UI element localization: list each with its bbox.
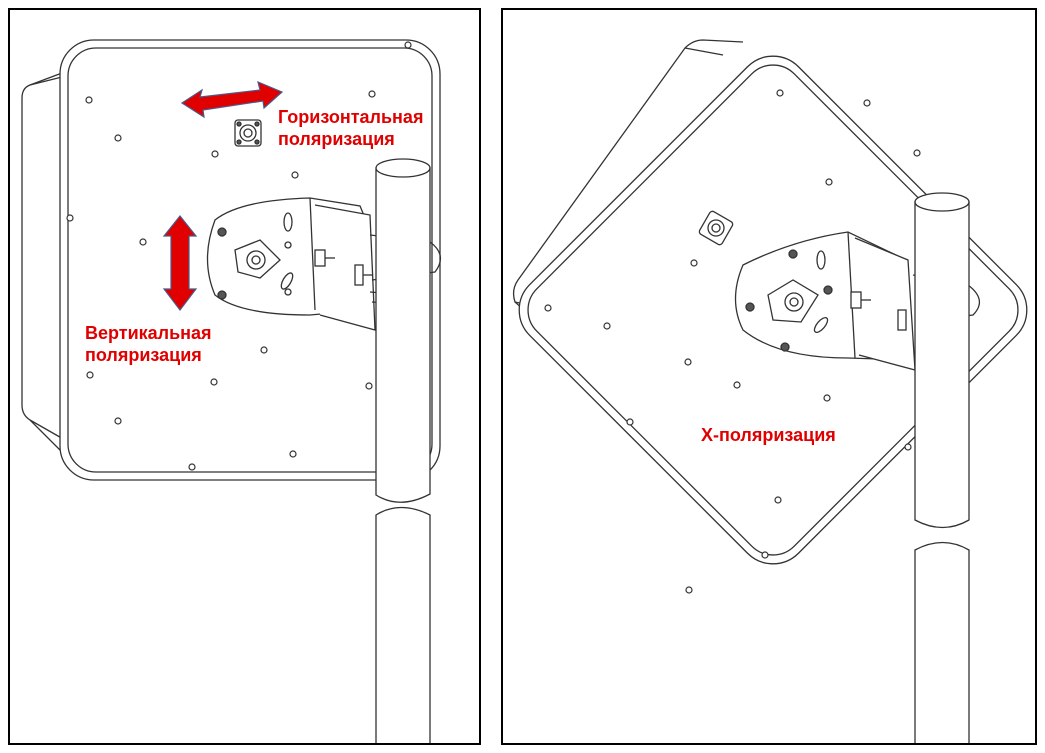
mast-pipe xyxy=(375,158,431,743)
label-horizontal-polarization: Горизонтальная поляризация xyxy=(278,106,423,150)
label-horizontal-line1: Горизонтальная xyxy=(278,107,424,127)
antenna-housing-back xyxy=(21,69,71,456)
antenna-drawing-x xyxy=(512,39,1028,743)
label-horizontal-line2: поляризация xyxy=(278,129,395,149)
label-vertical-line1: Вертикальная xyxy=(85,323,212,343)
label-vertical-line2: поляризация xyxy=(85,345,202,365)
double-arrow-vertical-icon xyxy=(162,215,198,311)
antenna-drawing-linear xyxy=(21,39,442,743)
mast-bracket-icon xyxy=(734,231,980,371)
panel-screws xyxy=(544,89,965,594)
mast-bracket-icon xyxy=(206,197,442,331)
panel-linear-polarization: Горизонтальная поляризация Вертикальная … xyxy=(8,8,481,745)
n-connector-icon xyxy=(234,119,262,147)
double-arrow-horizontal-icon xyxy=(180,80,284,119)
label-vertical-polarization: Вертикальная поляризация xyxy=(85,322,212,366)
n-connector-icon xyxy=(698,210,734,246)
antenna-housing-back xyxy=(512,39,744,341)
mast-pipe xyxy=(914,192,970,743)
panel-x-polarization: X-поляризация xyxy=(501,8,1037,745)
label-x-polarization: X-поляризация xyxy=(701,425,836,445)
